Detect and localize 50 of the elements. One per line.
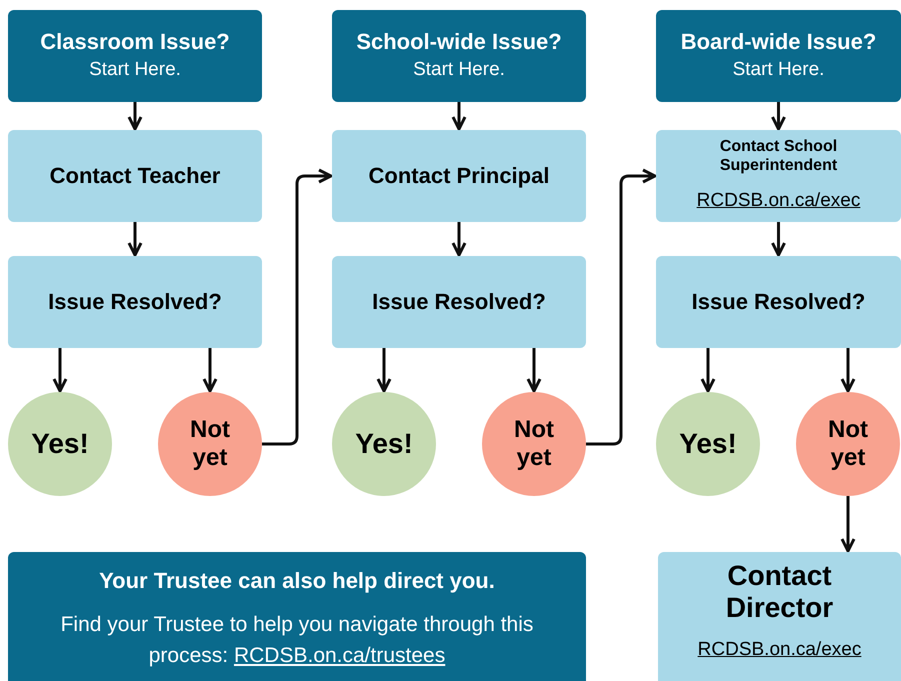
- heading: Classroom Issue?: [40, 29, 230, 55]
- heading: School-wide Issue?: [356, 29, 562, 55]
- arrow: [840, 348, 856, 392]
- arrow: [452, 222, 466, 256]
- link: RCDSB.on.ca/trustees: [234, 644, 446, 667]
- arrow: [771, 222, 786, 256]
- arrow: [452, 102, 466, 130]
- link: RCDSB.on.ca/exec: [696, 188, 860, 213]
- arrow: [52, 348, 68, 392]
- panel-heading: Your Trustee can also help direct you.: [99, 567, 495, 595]
- arrow: [700, 348, 716, 392]
- circle-label: Yes!: [355, 427, 413, 461]
- process-box: [658, 552, 901, 681]
- circle-label: Yes!: [679, 427, 737, 461]
- circle-label: Not yet: [189, 416, 231, 472]
- panel-text: Find your Trustee to help you navigate through this process: RCDSB.on.ca/trustees: [60, 612, 534, 669]
- box-label: Contact Principal: [368, 163, 550, 189]
- start-box: [656, 10, 901, 102]
- box-label: Issue Resolved?: [372, 289, 546, 315]
- process-box: [656, 256, 901, 348]
- circle-label: Not yet: [513, 416, 555, 472]
- subheading: Start Here.: [89, 58, 181, 82]
- subheading: Start Here.: [732, 58, 824, 82]
- start-box: [332, 10, 586, 102]
- box-label: Issue Resolved?: [48, 289, 222, 315]
- arrow: [128, 222, 142, 256]
- arrow: [526, 348, 542, 392]
- arrow: [262, 168, 332, 446]
- process-box: [656, 130, 901, 222]
- link: RCDSB.on.ca/exec: [698, 638, 862, 662]
- box-label: Contact Teacher: [50, 163, 220, 189]
- process-box: [8, 130, 262, 222]
- process-box: [8, 256, 262, 348]
- arrow: [586, 168, 656, 446]
- info-panel: [8, 552, 586, 681]
- arrow: [840, 496, 856, 552]
- process-box: [332, 130, 586, 222]
- box-label: Contact School Superintendent: [718, 136, 838, 175]
- circle-label: Not yet: [827, 416, 869, 472]
- arrow: [128, 102, 142, 130]
- arrow: [771, 102, 786, 130]
- start-box: [8, 10, 262, 102]
- process-box: [332, 256, 586, 348]
- box-label: Issue Resolved?: [692, 289, 866, 315]
- arrow: [202, 348, 218, 392]
- heading: Board-wide Issue?: [680, 29, 876, 55]
- subheading: Start Here.: [413, 58, 505, 82]
- box-label: Contact Director: [724, 560, 834, 624]
- arrow: [376, 348, 392, 392]
- circle-label: Yes!: [31, 427, 89, 461]
